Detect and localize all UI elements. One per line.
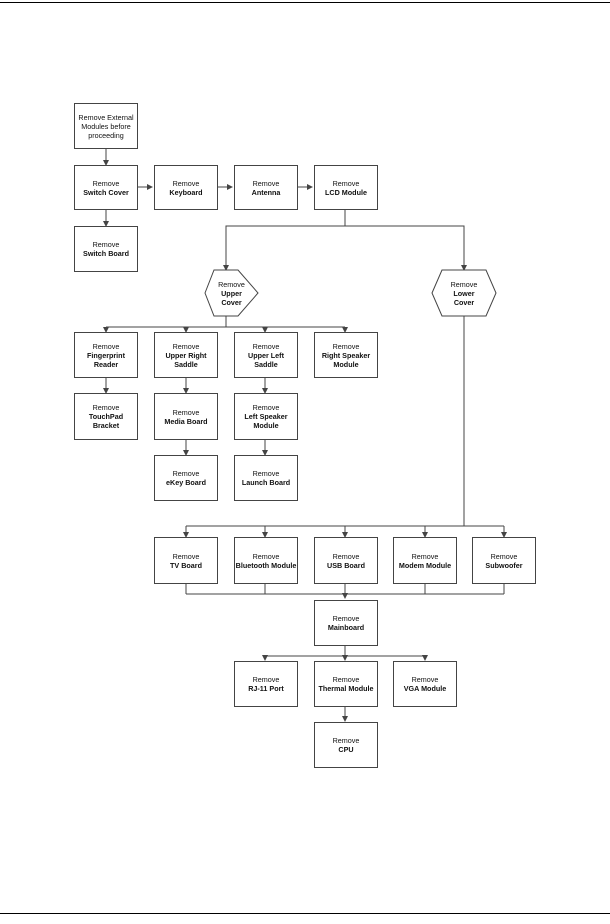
antenna-verb: Remove [252,178,280,188]
lower-cover-name-2: Cover [453,297,475,307]
right-speaker-name-2: Module [333,359,359,369]
bottom-rule [0,913,610,914]
external-line-3: proceeding [88,130,124,140]
lower-cover-name-1: Lower [453,288,475,298]
switch-board-name: Switch Board [83,249,129,258]
node-touchpad-bracket: Remove TouchPad Bracket [74,393,138,440]
lcd-verb: Remove [332,178,360,188]
upper-right-saddle-name-2: Saddle [174,359,198,369]
left-speaker-verb: Remove [252,403,280,412]
upper-cover-verb: Remove [218,279,245,289]
launch-verb: Remove [252,469,280,478]
usb-verb: Remove [332,551,360,561]
launch-name: Launch Board [241,478,291,487]
node-antenna: Remove Antenna [234,165,298,210]
tv-name: TV Board [170,560,202,570]
thermal-name: Thermal Module [318,684,374,693]
upper-right-saddle-name-1: Upper Right [165,350,207,360]
upper-cover-hexagon [204,269,259,317]
node-remove-external-modules: Remove External Modules before proceedin… [74,103,138,149]
mainboard-name: Mainboard [327,623,365,632]
node-fingerprint-reader: Remove Fingerprint Reader [74,332,138,378]
modem-verb: Remove [411,551,439,561]
cpu-verb: Remove [332,736,360,745]
bluetooth-name: Bluetooth Module [235,560,297,570]
node-modem-module: Remove Modem Module [393,537,457,584]
keyboard-name: Keyboard [169,187,203,197]
fingerprint-verb: Remove [92,341,120,351]
upper-left-saddle-name-1: Upper Left [248,350,284,360]
switch-cover-name: Switch Cover [83,187,129,197]
node-mainboard: Remove Mainboard [314,600,378,646]
fingerprint-name-2: Reader [93,359,119,369]
node-switch-board: Remove Switch Board [74,226,138,272]
ekey-name: eKey Board [166,478,206,487]
node-bluetooth-module: Remove Bluetooth Module [234,537,298,584]
node-upper-cover: Remove Upper Cover [205,270,258,316]
left-speaker-name-2: Module [253,421,279,430]
node-lower-cover: Remove Lower Cover [432,270,496,316]
node-subwoofer: Remove Subwoofer [472,537,536,584]
vga-verb: Remove [411,675,439,684]
thermal-verb: Remove [332,675,360,684]
node-launch-board: Remove Launch Board [234,455,298,501]
antenna-name: Antenna [251,187,281,197]
edge-lcd-lower-cover [345,225,467,271]
upper-cover-name-2: Cover [221,297,242,307]
node-rj11-port: Remove RJ-11 Port [234,661,298,707]
subwoofer-verb: Remove [490,551,518,561]
node-switch-cover: Remove Switch Cover [74,165,138,210]
ekey-verb: Remove [172,469,200,478]
modem-name: Modem Module [398,560,452,570]
external-line-1: Remove External [78,112,134,122]
touchpad-verb: Remove [92,403,120,412]
tv-verb: Remove [172,551,200,561]
upper-left-saddle-name-2: Saddle [254,359,278,369]
node-media-board: Remove Media Board [154,393,218,440]
rj11-verb: Remove [252,675,280,684]
upper-cover-name-1: Upper [221,288,242,298]
left-speaker-name-1: Left Speaker [244,412,288,421]
vga-name: VGA Module [403,684,447,693]
bluetooth-verb: Remove [252,551,280,561]
lower-cover-verb: Remove [450,279,478,289]
node-thermal-module: Remove Thermal Module [314,661,378,707]
lcd-name: LCD Module [325,187,367,197]
usb-name: USB Board [327,560,365,570]
node-right-speaker-module: Remove Right Speaker Module [314,332,378,378]
switch-cover-verb: Remove [92,178,120,188]
subwoofer-name: Subwoofer [485,560,523,570]
node-left-speaker-module: Remove Left Speaker Module [234,393,298,440]
external-line-2: Modules before [81,121,131,131]
touchpad-name-1: TouchPad [88,412,124,421]
node-tv-board: Remove TV Board [154,537,218,584]
node-upper-right-saddle: Remove Upper Right Saddle [154,332,218,378]
node-cpu: Remove CPU [314,722,378,768]
top-rule [0,2,610,3]
node-keyboard: Remove Keyboard [154,165,218,210]
mainboard-verb: Remove [332,614,360,623]
right-speaker-name-1: Right Speaker [321,350,371,360]
switch-board-verb: Remove [92,240,120,249]
rj11-name: RJ-11 Port [248,684,284,693]
touchpad-name-2: Bracket [92,421,120,430]
node-vga-module: Remove VGA Module [393,661,457,707]
keyboard-verb: Remove [172,178,200,188]
right-speaker-verb: Remove [332,341,360,351]
upper-right-saddle-verb: Remove [172,341,200,351]
node-usb-board: Remove USB Board [314,537,378,584]
edge-lcd-upper-cover [223,210,346,271]
node-ekey-board: Remove eKey Board [154,455,218,501]
fingerprint-name-1: Fingerprint [87,350,125,360]
cpu-name: CPU [338,745,354,754]
lower-cover-hexagon [431,269,497,317]
upper-left-saddle-verb: Remove [252,341,280,351]
media-board-name: Media Board [164,416,208,426]
node-upper-left-saddle: Remove Upper Left Saddle [234,332,298,378]
media-board-verb: Remove [172,407,200,417]
node-lcd-module: Remove LCD Module [314,165,378,210]
